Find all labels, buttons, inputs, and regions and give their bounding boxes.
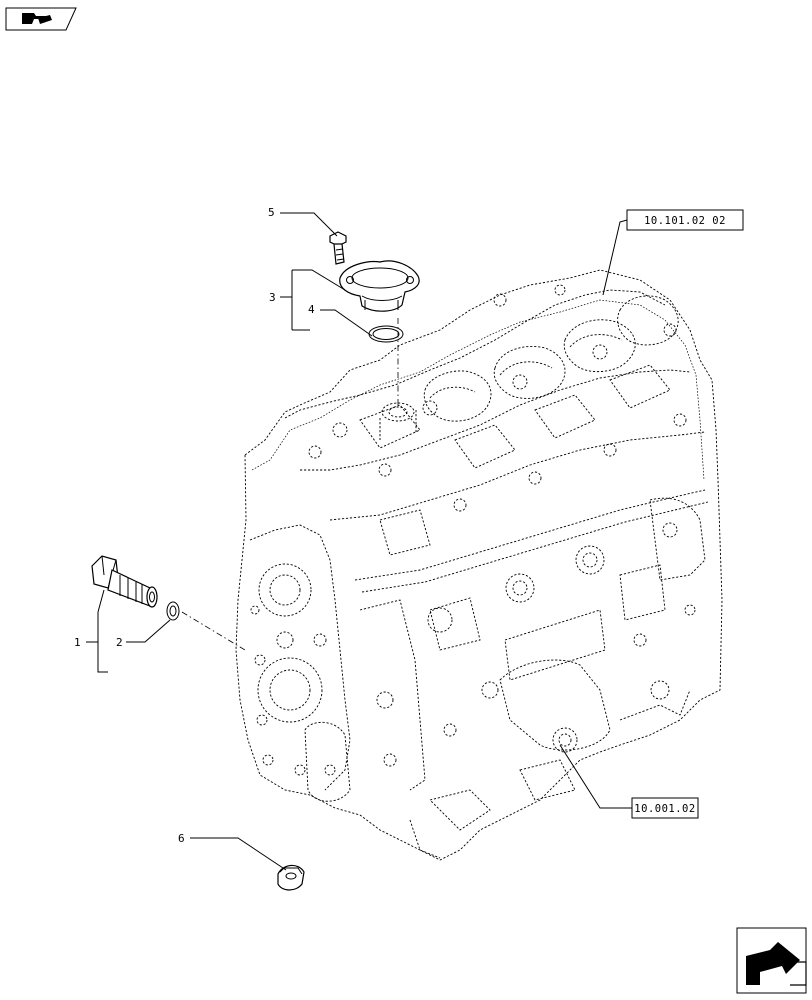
- fitting-part[interactable]: [91, 555, 158, 608]
- bolt-part[interactable]: [329, 231, 347, 265]
- reference-label: 10.101.02 02: [644, 215, 726, 227]
- callout-1: 1: [74, 636, 81, 649]
- reference-box-10-001-02[interactable]: 10.001.02: [631, 797, 699, 819]
- washer-part[interactable]: [166, 601, 180, 621]
- book-pencil-icon[interactable]: [5, 7, 77, 31]
- axis-line-fitting: [181, 611, 246, 651]
- callout-5: 5: [268, 206, 275, 219]
- reference-box-10-101-02-02[interactable]: 10.101.02 02: [626, 209, 744, 231]
- plug-part[interactable]: [277, 864, 305, 891]
- engine-block: [235, 269, 723, 861]
- callout-6: 6: [178, 832, 185, 845]
- next-page-arrow-icon[interactable]: [736, 927, 807, 994]
- callout-2: 2: [116, 636, 123, 649]
- leader-lines: [86, 212, 632, 871]
- thermostat-housing-part[interactable]: [339, 260, 420, 312]
- callout-3: 3: [269, 291, 276, 304]
- reference-label: 10.001.02: [634, 803, 695, 815]
- callout-4: 4: [308, 303, 315, 316]
